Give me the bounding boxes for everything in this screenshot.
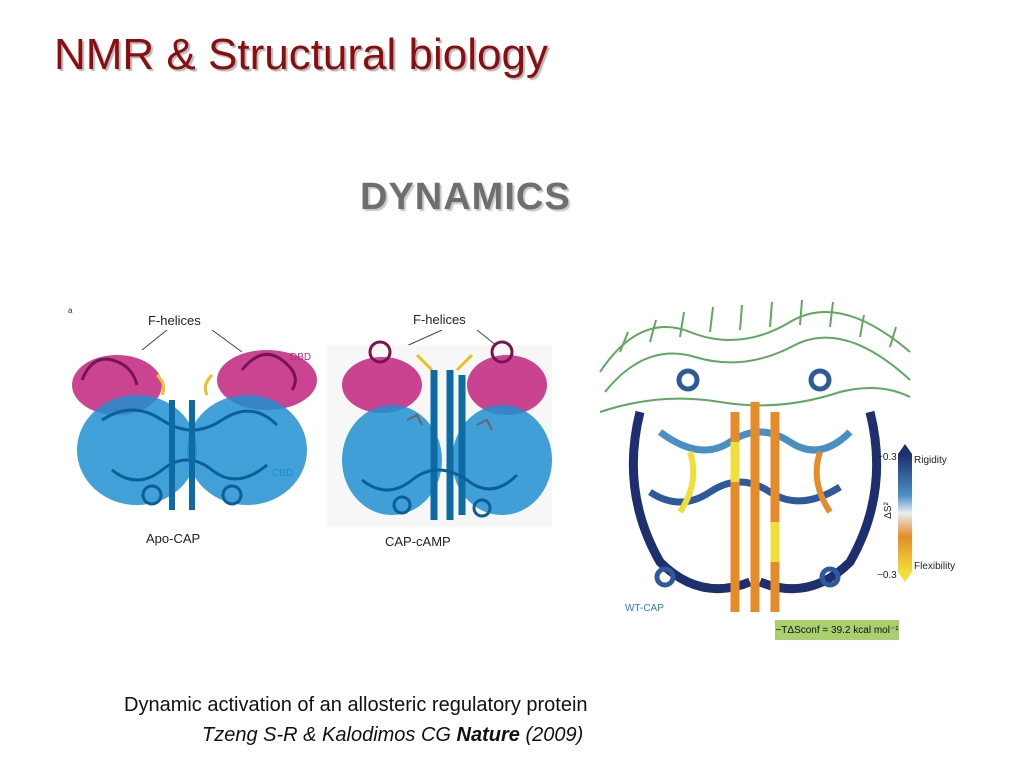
cbd-label: CBD xyxy=(272,468,293,479)
legend-axis-label: ΔS² xyxy=(882,502,894,519)
wt-cap-protein xyxy=(628,368,882,612)
legend-top-value: +0.3 xyxy=(877,452,897,463)
slide-title: NMR & Structural biology xyxy=(54,30,548,79)
cap-camp-structure xyxy=(327,340,552,527)
caption-title: Dynamic activation of an allosteric regu… xyxy=(124,694,588,716)
dna-strand xyxy=(599,299,911,413)
legend-flexibility: Flexibility xyxy=(914,561,956,572)
cap-camp-label: CAP-cAMP xyxy=(385,534,451,549)
legend-rigidity: Rigidity xyxy=(914,455,947,466)
dbd-label: DBD xyxy=(290,352,311,363)
apo-cap-structure xyxy=(72,350,317,510)
entropy-energy-box: −TΔSconf = 39.2 kcal mol⁻¹ xyxy=(775,620,899,640)
panel-letter: a xyxy=(68,306,73,315)
f-helices-label-left: F-helices xyxy=(148,313,201,328)
caption-journal: Nature xyxy=(456,724,520,746)
caption-citation: Tzeng S-R & Kalodimos CG Nature (2009) xyxy=(202,724,583,747)
legend-bottom-value: −0.3 xyxy=(877,570,897,581)
caption-authors: Tzeng S-R & Kalodimos CG xyxy=(202,724,457,746)
dynamics-legend-bar xyxy=(898,454,912,572)
slide-subtitle: DYNAMICS xyxy=(360,176,571,218)
apo-cap-label: Apo-CAP xyxy=(146,531,201,546)
f-helices-label-right: F-helices xyxy=(413,312,466,327)
cap-structures-figure: DBD CBD xyxy=(72,330,552,527)
caption-year: (2009) xyxy=(519,724,584,746)
wt-cap-dna-figure xyxy=(599,299,912,612)
wt-cap-label: WT-CAP xyxy=(625,603,664,614)
